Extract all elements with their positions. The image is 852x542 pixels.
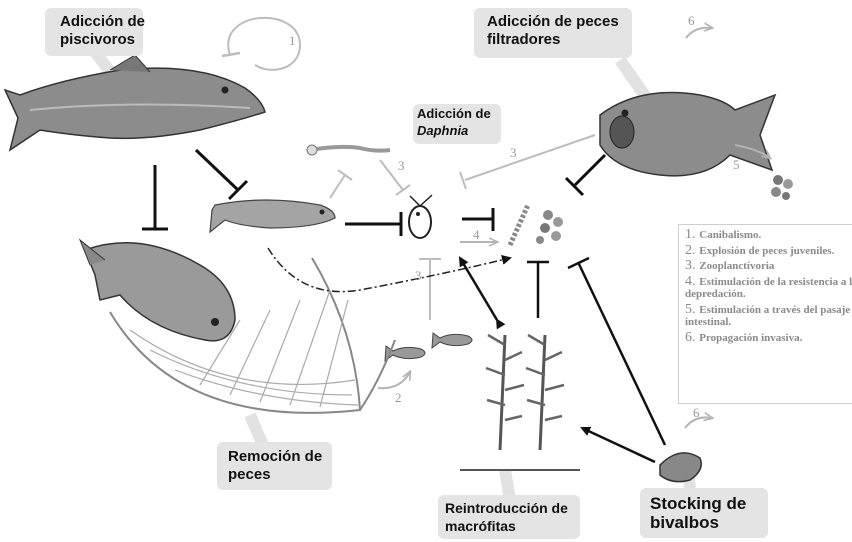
removal-label-line2: peces	[228, 466, 322, 484]
filter-label: Adicción de peces filtradores	[487, 13, 619, 49]
algae-colony-icon	[771, 175, 793, 200]
daphnia-label: Adicción de Daphnia	[417, 105, 491, 139]
invasive-spread-arrow-fish	[686, 28, 712, 38]
bivalve-to-algae-inhibit	[578, 262, 665, 445]
legend: 1. Canibalismo. 2. Explosión de peces ju…	[678, 224, 852, 404]
piscivore-label: Adicción de piscivoros	[60, 13, 145, 49]
macrophyte-icon	[460, 335, 580, 470]
daphnia-icon	[409, 195, 432, 238]
removal-label-line1: Remoción de	[228, 448, 322, 466]
pike-to-roach-inhibit	[196, 150, 238, 190]
bivalve-icon	[660, 453, 701, 482]
number-5: 5	[733, 157, 740, 173]
macrophyte-label-line2: macrófitas	[445, 517, 568, 535]
legend-item-3: 3. Zooplanctívoria	[685, 260, 852, 273]
roach-to-larva-inhibit	[330, 175, 345, 198]
filter-label-line2: filtradores	[487, 31, 619, 49]
juvenile-fish-icon	[385, 333, 472, 361]
bivalve-label-line2: bivalbos	[650, 513, 746, 532]
number-4: 4	[473, 227, 480, 243]
number-6-bivalve: 6	[693, 405, 700, 421]
bivalve-to-macrophyte-arrow	[582, 428, 655, 462]
bivalve-label: Stocking de bivalbos	[650, 494, 746, 532]
number-3-juvenile: 3	[415, 268, 422, 284]
number-1: 1	[289, 33, 296, 49]
legend-item-1: 1. Canibalismo.	[685, 229, 852, 242]
legend-item-5: 5. Estimulación a través del pasaje inte…	[685, 304, 852, 329]
removal-dashdot-path	[268, 248, 510, 292]
legend-item-6: 6. Propagación invasiva.	[685, 332, 852, 345]
larva-icon	[307, 145, 390, 155]
filter-label-line1: Adicción de peces	[487, 13, 619, 31]
algae-icon	[510, 205, 563, 245]
bivalve-label-line1: Stocking de	[650, 494, 746, 513]
roach-icon	[210, 200, 335, 232]
pike-icon	[5, 55, 265, 150]
juvenile-explosion-arrow	[378, 372, 410, 388]
number-3-larva: 3	[398, 158, 405, 174]
bream-icon	[80, 240, 235, 341]
number-2: 2	[395, 390, 402, 406]
filter-to-algae-inhibit	[575, 155, 605, 185]
removal-label: Remoción de peces	[228, 448, 322, 484]
daphnia-label-line2: Daphnia	[417, 122, 491, 139]
macrophyte-label: Reintroducción de macrófitas	[445, 499, 568, 535]
filter-feeding-fish-icon	[600, 93, 775, 176]
piscivore-label-line1: Adicción de	[60, 13, 145, 31]
daphnia-label-line1: Adicción de	[417, 105, 491, 122]
macrophyte-daphnia-arrow	[460, 258, 497, 320]
piscivore-label-line2: piscivoros	[60, 31, 145, 49]
macrophyte-label-line1: Reintroducción de	[445, 499, 568, 517]
legend-item-2: 2. Explosión de peces juveniles.	[685, 245, 852, 258]
number-3-filter: 3	[510, 145, 517, 161]
legend-item-4: 4. Estimulación de la resistencia a la d…	[685, 276, 852, 301]
number-6-fish: 6	[688, 13, 695, 29]
